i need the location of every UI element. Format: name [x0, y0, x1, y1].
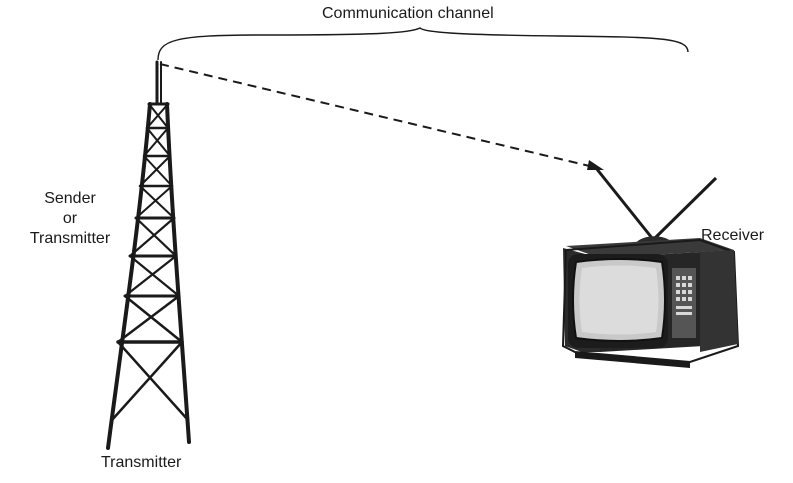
television-icon [561, 167, 740, 368]
sender-label: Sender or Transmitter [14, 189, 126, 249]
signal-path [159, 63, 599, 169]
sender-label-line1: Sender [44, 190, 96, 207]
sender-label-line2: or [62, 210, 78, 227]
transmitter-label: Transmitter [101, 454, 182, 471]
communication-channel-label: Communication channel [322, 5, 494, 22]
receiver-label: Receiver [701, 227, 765, 244]
channel-brace [157, 27, 689, 61]
transmission-tower-icon [106, 60, 191, 450]
signal-arrowhead [587, 160, 604, 170]
sender-label-line3: Transmitter [29, 230, 111, 247]
